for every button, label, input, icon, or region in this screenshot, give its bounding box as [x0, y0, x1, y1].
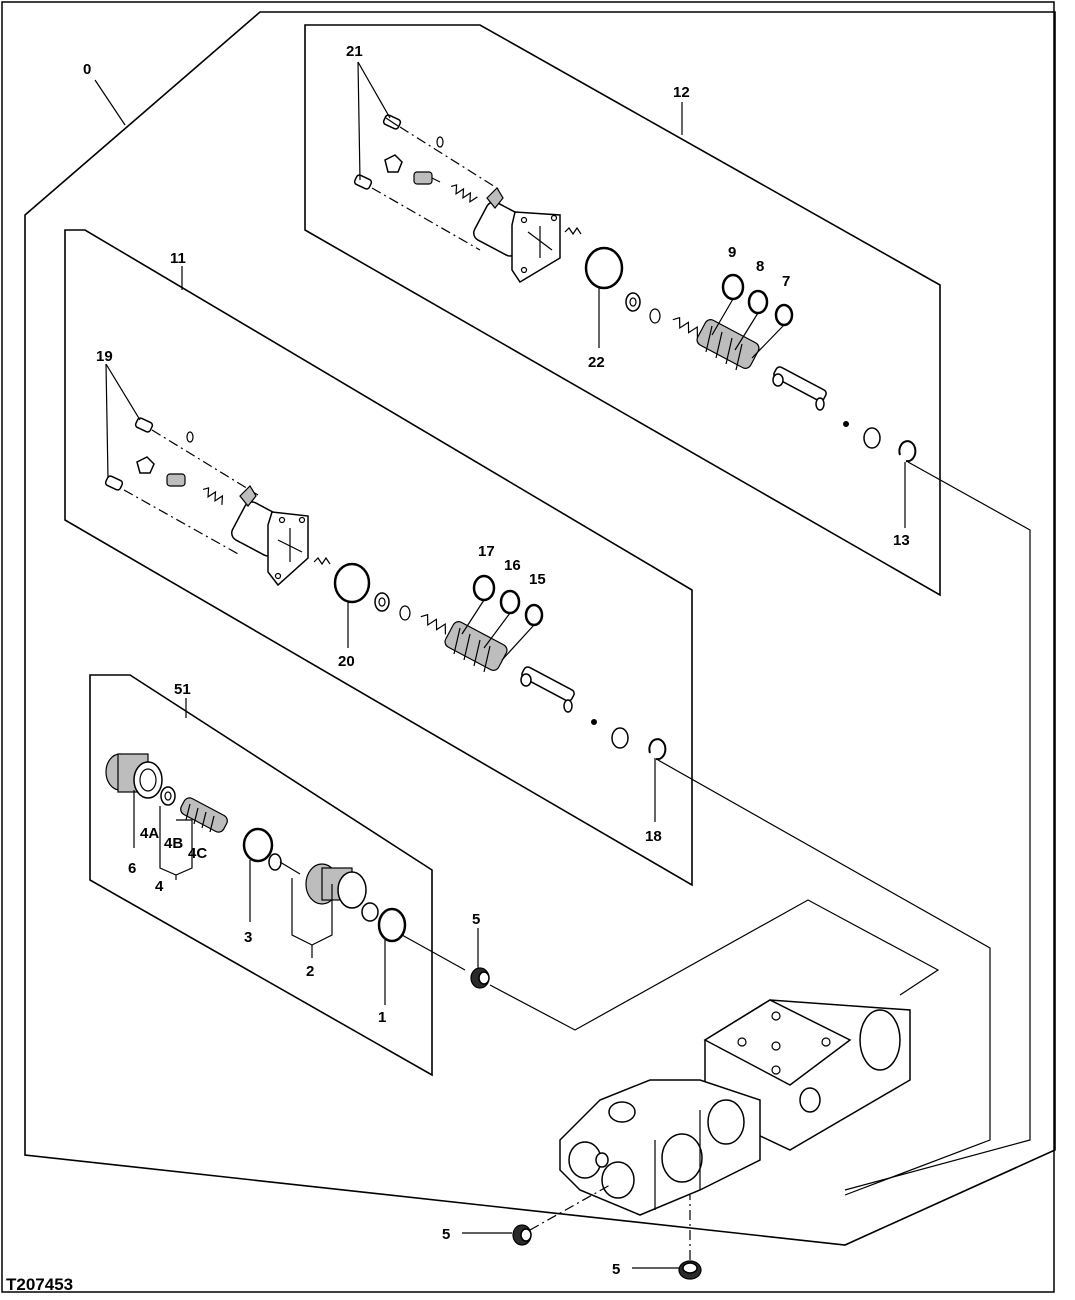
assembly-51-outline — [89, 674, 433, 1077]
adjusting-screw-4 — [180, 797, 228, 833]
callout-5-middle: 5 — [442, 1226, 450, 1243]
callout-21: 21 — [346, 43, 363, 60]
assembly-11-outline — [64, 229, 693, 887]
callout-11: 11 — [170, 250, 186, 267]
callout-5-lower: 5 — [612, 1261, 620, 1278]
plug-5-upper — [470, 967, 490, 989]
callout-51: 51 — [174, 681, 191, 698]
callout-16: 16 — [504, 557, 521, 574]
leader-lines — [94, 61, 906, 1269]
assembly-11-parts — [104, 417, 667, 761]
callout-7: 7 — [782, 273, 790, 290]
callout-18: 18 — [645, 828, 662, 845]
callout-1: 1 — [378, 1009, 386, 1026]
cap-screw-19-lower — [104, 475, 124, 491]
plug-5-middle — [512, 1224, 532, 1246]
callout-5-upper: 5 — [472, 911, 480, 928]
callout-4b: 4B — [164, 835, 183, 852]
callout-13: 13 — [893, 532, 910, 549]
spool-12 — [772, 366, 827, 411]
solenoid-12 — [473, 187, 561, 284]
assembly-0-outline — [24, 11, 1056, 1246]
callout-0: 0 — [83, 61, 91, 78]
assembly-12-outline — [304, 24, 941, 597]
callout-4c: 4C — [188, 845, 207, 862]
cap-screw-19-upper — [134, 417, 154, 433]
leader-assembly-51-to-body — [489, 899, 940, 1031]
callout-labels: 0 12 21 9 8 7 22 13 11 19 17 16 15 20 18… — [83, 43, 910, 1278]
callout-3: 3 — [244, 929, 252, 946]
cap-screw-21-upper — [382, 114, 402, 130]
spool-sleeve-12 — [696, 319, 760, 371]
callout-2: 2 — [306, 963, 314, 980]
poppet-2 — [305, 863, 379, 922]
callout-4a: 4A — [140, 825, 159, 842]
assembly-12-parts — [353, 114, 917, 463]
leader-assembly-11-to-body — [657, 759, 991, 1196]
callout-22: 22 — [588, 354, 605, 371]
callout-17: 17 — [478, 543, 495, 560]
callout-9: 9 — [728, 244, 736, 261]
callout-4: 4 — [155, 878, 164, 895]
callout-8: 8 — [756, 258, 764, 275]
diagram-frame — [1, 1, 1055, 1293]
valve-body — [559, 999, 911, 1216]
plug-5-lower — [678, 1260, 702, 1280]
relief-cap-6 — [105, 753, 163, 799]
callout-15: 15 — [529, 571, 546, 588]
assembly-51-parts — [105, 753, 466, 971]
callout-6: 6 — [128, 860, 136, 877]
cap-screw-21-lower — [353, 174, 373, 190]
plug-5-middle-guide — [529, 1184, 611, 1231]
spool-11 — [520, 666, 575, 713]
callout-20: 20 — [338, 653, 355, 670]
solenoid-11 — [231, 485, 309, 587]
leader-assembly-12-to-body — [844, 461, 1031, 1191]
callout-19: 19 — [96, 348, 113, 365]
callout-12: 12 — [673, 84, 690, 101]
figure-id: T207453 — [6, 1275, 73, 1294]
